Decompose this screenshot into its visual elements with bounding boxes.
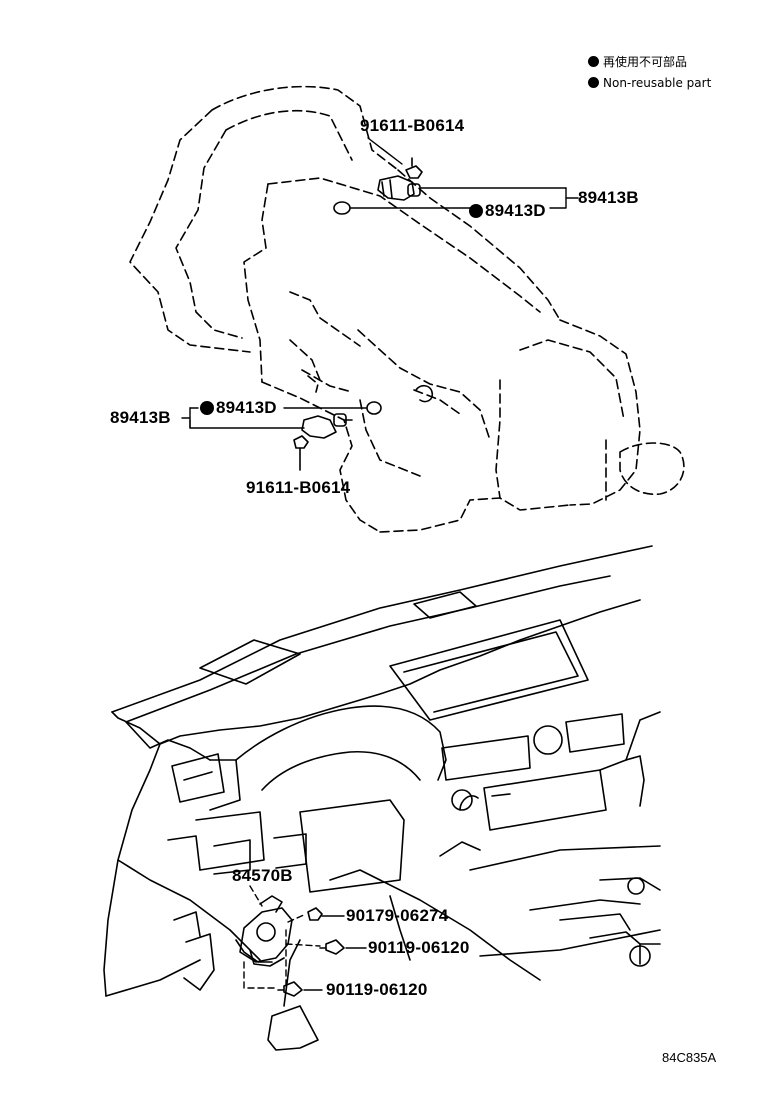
screw-2-icon <box>277 981 303 997</box>
bolt-top-icon <box>405 157 423 179</box>
non-reusable-markers <box>200 204 483 415</box>
non-reusable-dot-icon <box>588 77 599 88</box>
callout-oring-bottom: 89413D <box>216 398 277 417</box>
leader-lines-top <box>349 137 579 209</box>
callout-oring-top: 89413D <box>485 201 546 220</box>
non-reusable-dot-top <box>469 204 483 218</box>
speed-sensor-bottom <box>301 384 434 439</box>
figure-code: 84C835A <box>662 1050 717 1065</box>
callout-bolt-top: 91611-B0614 <box>360 116 465 135</box>
bolt-bottom-icon <box>293 435 309 471</box>
leader-lines-dashboard <box>243 885 321 989</box>
leader-lines-bottom <box>181 407 367 429</box>
legend-row-english: Non-reusable part <box>588 76 711 90</box>
transmission-outline <box>129 85 685 533</box>
speed-sensor-top <box>333 175 421 215</box>
callout-sensor-top: 89413B <box>578 188 639 207</box>
legend-english-text: Non-reusable part <box>603 76 712 90</box>
callout-screw-2: 90119-06120 <box>326 980 428 999</box>
non-reusable-dot-icon <box>588 56 599 67</box>
callout-switch: 84570B <box>232 866 293 885</box>
nut-90179-icon <box>307 907 323 921</box>
callout-screw-1: 90119-06120 <box>368 938 470 957</box>
legend-japanese-text: 再使用不可部品 <box>603 55 688 69</box>
non-reusable-dot-bottom <box>200 401 214 415</box>
legend-row-japanese: 再使用不可部品 <box>588 55 687 69</box>
callout-bolt-bottom: 91611-B0614 <box>246 478 351 497</box>
dashboard-outline <box>103 545 661 1051</box>
ignition-switch-84570B <box>235 895 293 967</box>
callout-nut: 90179-06274 <box>346 906 449 925</box>
screw-1-icon <box>319 939 345 955</box>
callout-sensor-bottom: 89413B <box>110 408 171 427</box>
